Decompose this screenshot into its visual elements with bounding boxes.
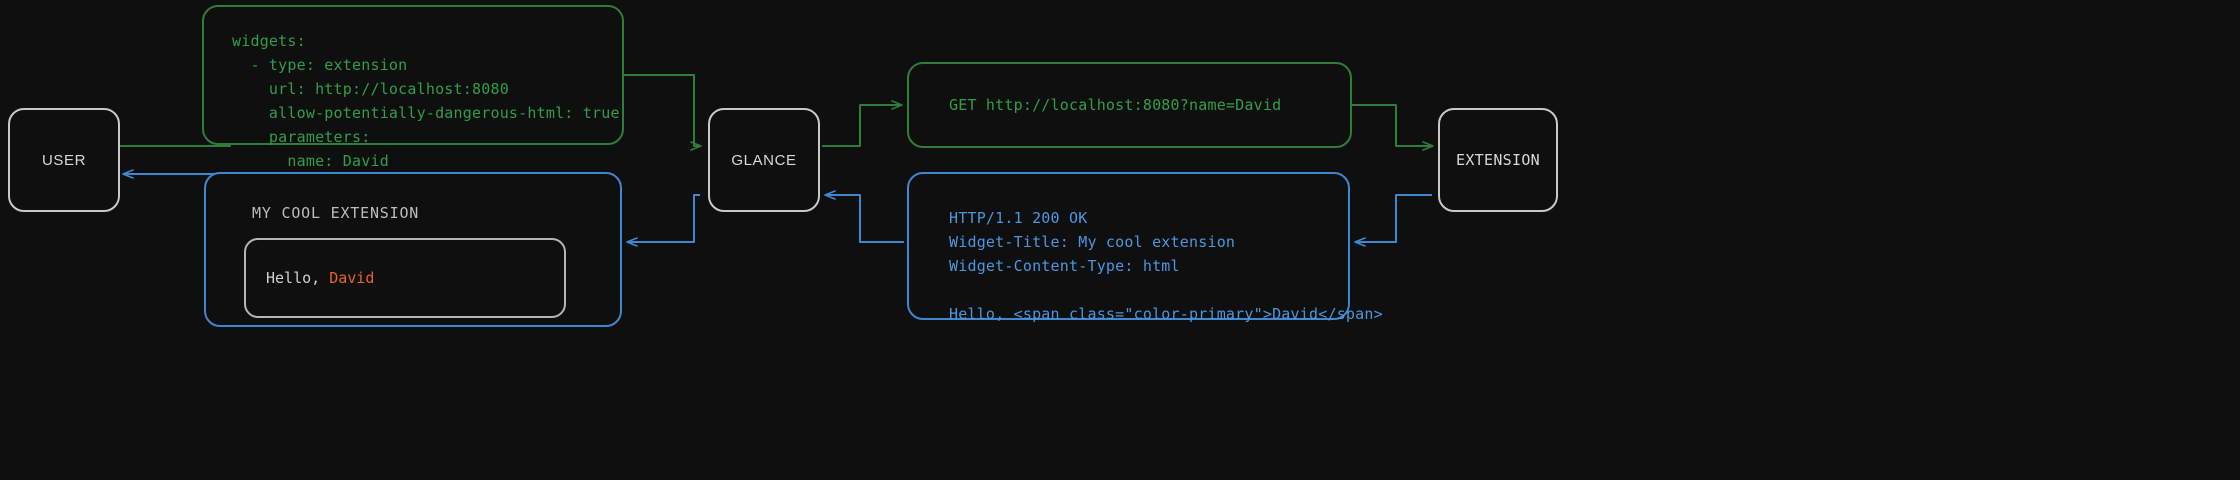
- rendered-widget-greeting-name: David: [329, 269, 375, 287]
- panel-http-request[interactable]: GET http://localhost:8080?name=David: [907, 62, 1352, 148]
- rendered-widget-greeting: Hello, David: [266, 269, 374, 287]
- panel-config-yaml[interactable]: widgets: - type: extension url: http://l…: [202, 5, 624, 170]
- edge-http-response-to-glance: [824, 190, 904, 243]
- config-yaml-text: widgets: - type: extension url: http://l…: [232, 32, 620, 170]
- node-extension-label: EXTENSION: [1456, 151, 1540, 169]
- http-response-text: HTTP/1.1 200 OK Widget-Title: My cool ex…: [949, 209, 1383, 323]
- node-glance-label: GLANCE: [731, 151, 797, 169]
- edge-http-request-to-extension: [1352, 104, 1434, 151]
- rendered-widget-greeting-prefix: Hello,: [266, 269, 330, 287]
- panel-http-response[interactable]: HTTP/1.1 200 OK Widget-Title: My cool ex…: [907, 172, 1383, 323]
- node-glance[interactable]: GLANCE: [708, 108, 820, 212]
- node-user[interactable]: USER: [8, 108, 120, 212]
- node-user-label: USER: [41, 151, 87, 169]
- node-extension[interactable]: EXTENSION: [1438, 108, 1558, 212]
- edge-glance-to-rendered-widget: [626, 194, 700, 247]
- rendered-widget-card: Hello, David: [244, 238, 566, 318]
- edge-glance-to-http-request: [822, 100, 903, 147]
- edge-config-to-glance: [624, 74, 702, 151]
- rendered-widget-title: MY COOL EXTENSION: [252, 204, 420, 222]
- panel-rendered-widget[interactable]: MY COOL EXTENSION Hello, David: [204, 172, 622, 327]
- http-request-text: GET http://localhost:8080?name=David: [949, 96, 1282, 114]
